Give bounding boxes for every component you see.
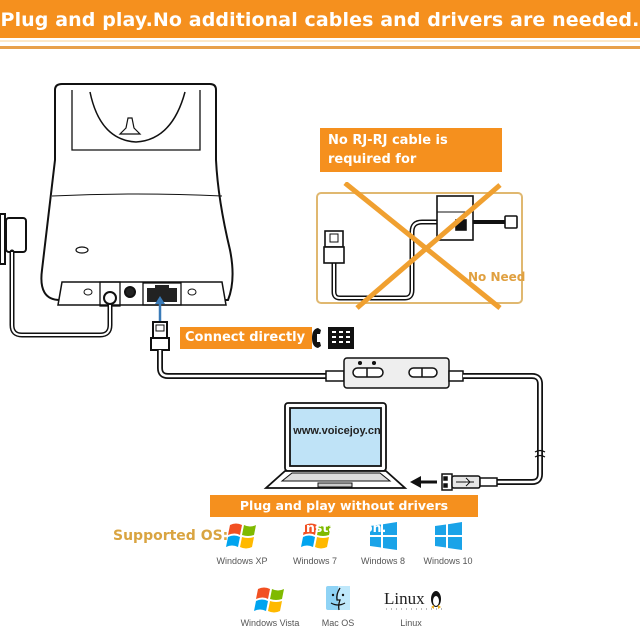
connect-directly-callout: Connect directly to: [180, 327, 312, 367]
svg-text:Linux: Linux: [384, 589, 425, 608]
no-rj-cable-callout: No RJ-RJ cable is required for connectio…: [320, 128, 502, 186]
os-label-windows-10: Windows 10: [423, 556, 473, 566]
power-adapter-icon: [0, 213, 27, 265]
rj-cable-not-needed-illustration: [316, 181, 523, 310]
supported-os-heading: Supported OS:: [113, 528, 229, 544]
linux-tux-icon: Linux: [384, 589, 442, 610]
laptop-icon: [263, 402, 408, 489]
windows-7-icon: [301, 523, 331, 549]
banner-title: Plug and play.No additional cables and d…: [0, 9, 640, 31]
os-label-linux: Linux: [400, 618, 422, 628]
banner-divider-dark: [0, 46, 640, 49]
mac-os-icon: [326, 586, 350, 611]
plug-and-play-callout: Plug and play without drivers installati…: [210, 495, 478, 535]
os-label-windows-8: Windows 8: [360, 556, 405, 566]
os-label-windows-xp: Windows XP: [216, 556, 268, 566]
windows-xp-icon: [226, 523, 256, 549]
os-label-windows-7: Windows 7: [292, 556, 337, 566]
windows-8-icon: [370, 522, 397, 550]
inline-controller-icon: [325, 357, 464, 389]
header-banner: [0, 0, 640, 38]
headset-base-station-icon: [40, 83, 234, 307]
desk-phone-icon: [312, 327, 354, 349]
windows-vista-icon: [254, 587, 284, 613]
os-label-mac-os: Mac OS: [321, 618, 355, 628]
os-label-windows-vista: Windows Vista: [240, 618, 300, 628]
usb-plug-icon: [441, 473, 498, 491]
laptop-screen-url: www.voicejoy.cn: [293, 425, 381, 437]
no-need-label: No Need: [468, 270, 526, 284]
rj-plug-icon: [150, 321, 170, 351]
banner-divider-light: [0, 40, 640, 42]
windows-10-icon: [435, 522, 462, 550]
